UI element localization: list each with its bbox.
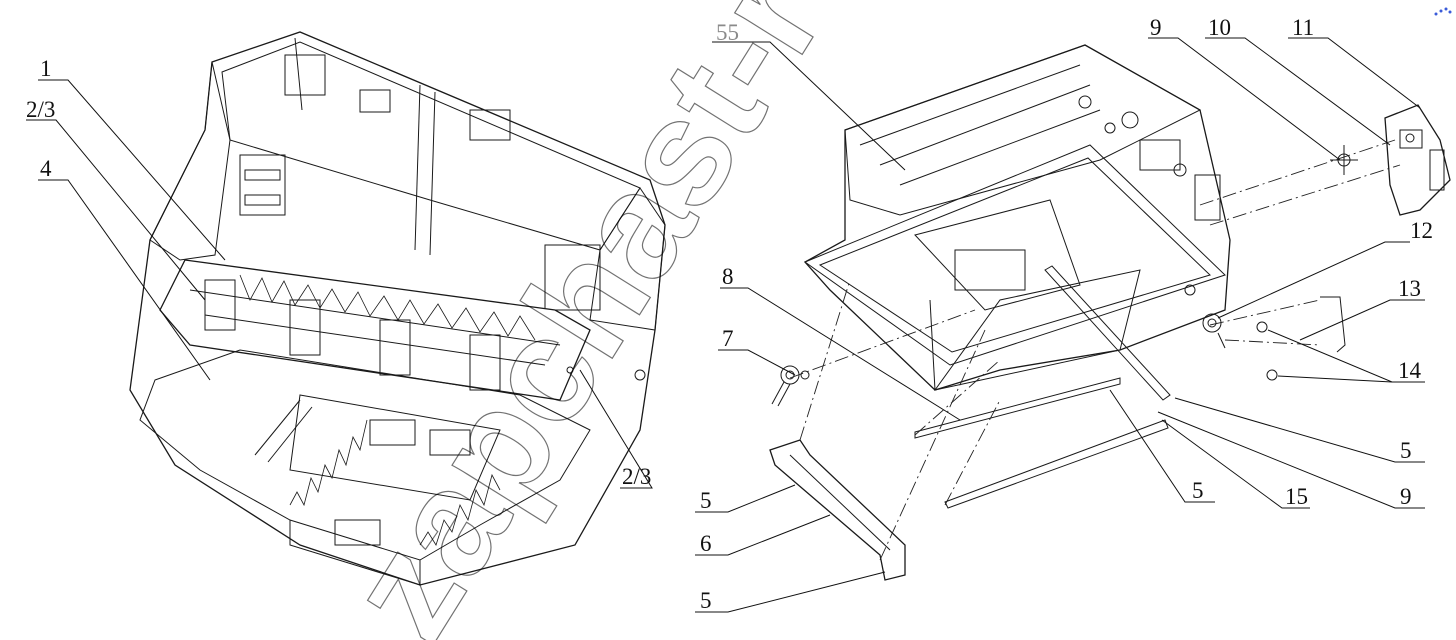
- heater-box-mouth: [803, 144, 1226, 366]
- callout-2-3: 2/3: [26, 97, 55, 122]
- callout-10: 10: [1208, 15, 1231, 40]
- heater-box-body: [803, 44, 1231, 391]
- callout-1: 1: [40, 56, 52, 81]
- callout-11: 11: [1292, 15, 1314, 40]
- callout-5-center: 5: [1192, 478, 1204, 503]
- callout-2-3-lower: 2/3: [622, 464, 651, 489]
- housing-right-wall: [589, 187, 666, 331]
- callout-5-right: 5: [1400, 438, 1412, 463]
- shaft-vertical: [1044, 265, 1171, 401]
- housing-assembly-left: [129, 31, 666, 586]
- callout-14: 14: [1398, 358, 1422, 383]
- callout-12: 12: [1410, 218, 1433, 243]
- lattice-rib-left: [289, 419, 368, 507]
- callout-5-left-bottom: 5: [700, 588, 712, 613]
- callout-9-top: 9: [1150, 15, 1162, 40]
- housing-left-wall: [149, 61, 231, 261]
- part-14-nut-a: [1256, 321, 1268, 333]
- callout-4: 4: [40, 156, 52, 181]
- corner-logo-icon: [1434, 7, 1452, 16]
- housing-bottom-tray: [139, 349, 591, 561]
- callout-15: 15: [1285, 484, 1308, 509]
- assembly-axes: [789, 139, 1401, 561]
- callout-13: 13: [1398, 276, 1421, 301]
- part-6-bracket: [769, 439, 906, 581]
- part-14-nut-b: [1266, 369, 1278, 381]
- part-12-knob: [1202, 313, 1226, 349]
- part-8-rod: [914, 377, 1121, 439]
- part-7-lever: [771, 365, 810, 407]
- part-11-actuator: [1384, 104, 1451, 216]
- callout-labels: 1 2/3 4 2/3 55 9 10 11 12 13 14 8 7 5 5 …: [26, 15, 1433, 613]
- leader-lines: [26, 37, 1425, 613]
- callout-55: 55: [716, 20, 739, 45]
- callout-5-left-top: 5: [700, 488, 712, 513]
- callout-7: 7: [722, 326, 734, 351]
- lattice-rib-right: [419, 473, 501, 546]
- callout-9-bottom: 9: [1400, 484, 1412, 509]
- heater-box-assembly-right: [803, 44, 1231, 391]
- part-15-shaft: [944, 419, 1169, 509]
- callout-6: 6: [700, 531, 712, 556]
- heater-box-top: [844, 44, 1202, 216]
- part-10-cross-lever: [1330, 145, 1358, 175]
- callout-8: 8: [722, 264, 734, 289]
- part-13-rod: [1320, 296, 1346, 353]
